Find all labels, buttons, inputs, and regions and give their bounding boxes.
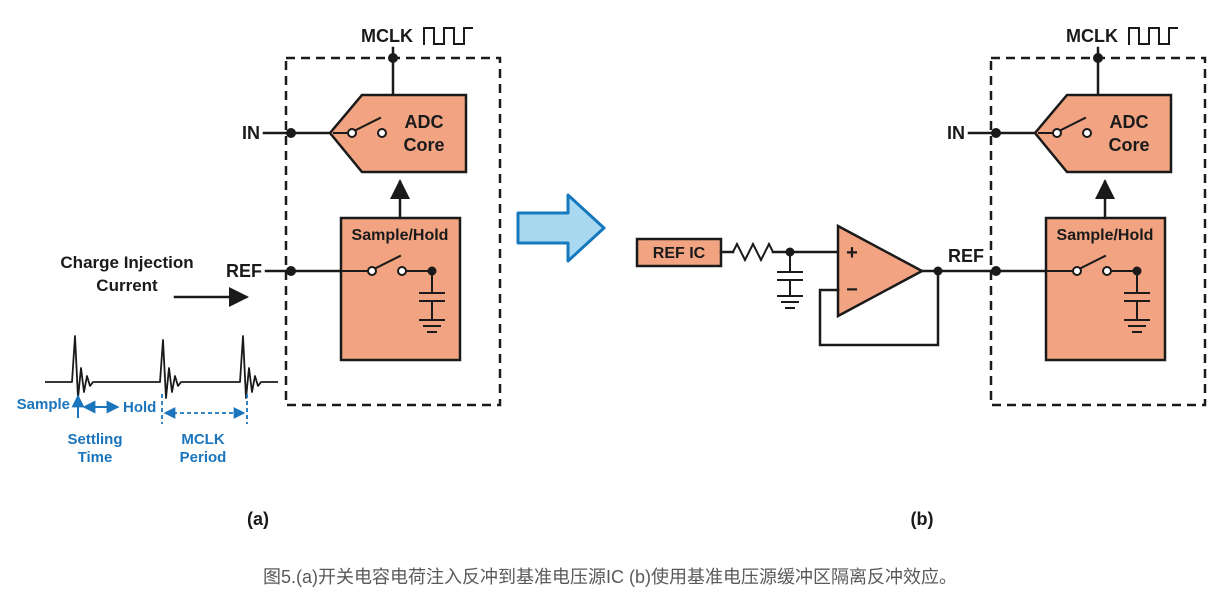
mclk-period-label-line2: Period [180,449,227,466]
ref-node-b: REF [920,246,1048,276]
ref-label-b: REF [948,246,984,266]
in-node-b: IN [947,123,1037,143]
switch-contact [347,128,357,138]
ref-label-a: REF [226,261,262,281]
junction-dot [286,266,296,276]
waveform-annotations: Sample Hold Settling Time MCLK Period [17,394,248,466]
switch-contact [397,266,407,276]
clock-waveform-icon-b [1128,27,1178,45]
junction-dot [388,53,398,63]
junction-dot [286,128,296,138]
sample-label: Sample [17,396,70,413]
adc-core-shape-b [1033,93,1173,174]
switch-lever [374,254,402,270]
transition-block-arrow-icon [516,193,606,263]
mclk-node-b: MCLK [1066,26,1178,97]
charge-injection-line1: Charge Injection [60,253,193,272]
settling-time-label-line2: Time [78,449,113,466]
hold-label: Hold [123,399,156,416]
adc-core-b: ADC Core [1033,93,1173,174]
sample-hold-label-a: Sample/Hold [352,227,449,244]
diagram-b: REF IC + − REF [635,26,1207,529]
figure-caption: 图5.(a)开关电容电荷注入反冲到基准电压源IC (b)使用基准电压源缓冲区隔离… [263,567,957,587]
in-label-b: IN [947,123,965,143]
charge-injection-line2: Current [96,276,158,295]
switch-lever [354,116,382,132]
sub-label-a: (a) [247,509,269,529]
sample-hold-label-b: Sample/Hold [1057,227,1154,244]
junction-dot [1093,53,1103,63]
charge-injection-label: Charge Injection Current [60,253,249,307]
waveform-trace [45,335,278,399]
adc-core-shape-a [328,93,468,174]
ref-ic: REF IC [635,237,723,268]
adc-core-label-line2-a: Core [403,135,444,155]
adc-core-label-line1-b: ADC [1110,112,1149,132]
adc-core-label-line1-a: ADC [405,112,444,132]
settling-time-label-line1: Settling [68,431,123,448]
sample-hold-b: Sample/Hold [1044,216,1167,362]
ground-icon [777,295,803,309]
mclk-label-b: MCLK [1066,26,1118,46]
opamp-buffer: + − [818,223,943,347]
switch-contact [1072,266,1082,276]
switch-contact [1082,128,1092,138]
opamp-triangle [836,223,925,319]
in-node-a: IN [242,123,332,143]
switch-lever [1079,254,1107,270]
switch-contact [1052,128,1062,138]
ref-node-a: REF [226,261,343,281]
switch-icon [367,254,407,276]
switch-icon [1038,116,1092,138]
sub-label-b: (b) [911,509,934,529]
ref-ic-label: REF IC [653,245,706,262]
switch-contact [367,266,377,276]
opamp-plus-sign: + [846,242,858,264]
mclk-period-label-line1: MCLK [181,431,224,448]
switch-icon [333,116,387,138]
sample-hold-a: Sample/Hold [339,216,462,362]
ground-icon [419,319,445,333]
capacitor-icon [1124,270,1150,321]
switch-lever [1059,116,1087,132]
opamp-minus-sign: − [846,279,858,301]
clock-waveform-icon-a [423,27,473,45]
capacitor-icon [777,251,803,297]
diagram-a: MCLK ADC Core Sample/Hold [17,26,502,529]
ground-icon [1124,319,1150,333]
mclk-label-a: MCLK [361,26,413,46]
sample-hold-box-b [1044,216,1167,362]
switch-contact [1102,266,1112,276]
adc-core-a: ADC Core [328,93,468,174]
junction-dot [991,128,1001,138]
resistor-icon [731,241,775,263]
adc-core-label-line2-b: Core [1108,135,1149,155]
switch-contact [377,128,387,138]
in-label-a: IN [242,123,260,143]
capacitor-icon [419,270,445,321]
opamp-feedback-wire [818,269,940,347]
junction-dot [991,266,1001,276]
mclk-node-a: MCLK [361,26,473,97]
